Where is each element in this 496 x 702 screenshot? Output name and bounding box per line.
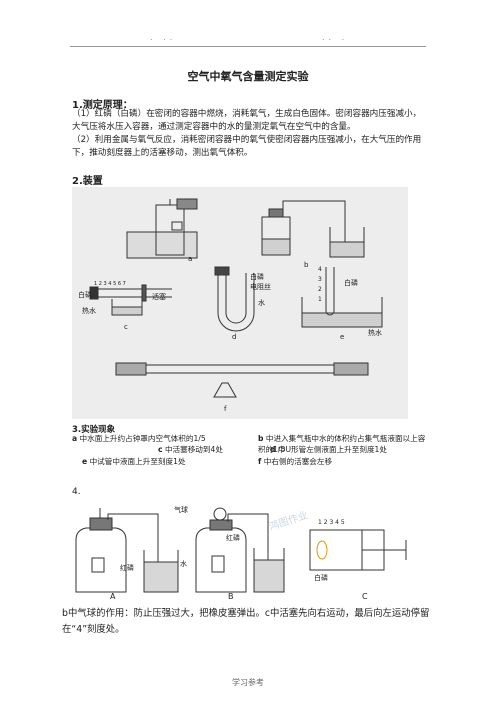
water-beaker-B [253,559,285,593]
apparatus-drawing-2: 红磷 水 A 气球 红磷 B 1 2 3 4 5 白磷 C [75,505,407,601]
label-a: a [188,255,192,263]
apparatus-figure-2: 红磷 水 A 气球 红磷 B 1 2 3 4 5 白磷 C [62,500,422,601]
scale-e-4: 4 [318,266,322,273]
stopper-B [209,519,233,531]
header-dots-right: .. . [322,33,349,42]
hot-water-c-fill [111,306,143,316]
label-b: b [304,261,309,269]
obs-e-key: e [82,457,88,466]
scale-e-2: 2 [318,286,322,293]
spoon-A [91,557,105,573]
label-c: c [124,323,128,331]
obs-b-text: 中进入集气瓶中水的体积约占集气瓶液面以上容积的1/5 [258,434,426,454]
label-C: C [362,592,368,600]
obs-b-key: b [258,434,264,443]
water-beaker-b [329,241,365,258]
tube-B [227,513,269,584]
stopper-c [89,286,99,300]
principle-1: （1）红磷（白磷）在密闭的容器中燃烧，消耗氧气，生成白色固体。密闭容器内压强减小… [72,109,422,132]
white-p-C-label: 白磷 [314,573,328,582]
hot-water-e-fill [301,312,383,328]
tube-b [282,200,346,247]
piston-C [361,530,407,570]
water-A-label: 水 [180,559,187,568]
header-dots-left: . .. [150,33,177,42]
spoon-B [211,555,225,573]
piston-label: 活塞 [152,292,166,301]
trough-a [126,231,198,259]
stopper-a [176,198,198,210]
header-rule [70,46,426,47]
obs-c-key: c [158,445,163,454]
obs-f-key: f [258,457,262,466]
white-p-c-label: 白磷 [78,290,92,299]
bottle-A [75,527,127,593]
section2-heading: 2.装置 [72,176,103,187]
section1-body: （1）红磷（白磷）在密闭的容器中燃烧，消耗氧气，生成白色固体。密闭容器内压强减小… [72,108,426,160]
stopper-d [214,266,230,276]
water-beaker-A [143,561,179,593]
u-tube-d-inner [225,273,247,324]
obs-e-text: 中试管中液面上升至刻度1处 [89,457,186,466]
obs-d-key: d [270,445,276,454]
balloon-label: 气球 [174,505,188,514]
page-footer: 学习参考 [232,678,264,687]
u-tube-d [217,273,255,332]
apparatus-drawing: a b 1 2 3 4 5 6 7 白磷 热水 活塞 c 白磷 电阻丝 水 d … [78,198,383,413]
stopper-A [89,517,113,531]
obs-a-text: 中水面上升约占钟罩内空气体积的1/5 [79,434,206,443]
scale-C: 1 2 3 4 5 [318,519,345,526]
white-p-d-label: 白磷 [250,272,264,281]
stopper-b [268,208,284,218]
obs-d: d 中U形管左侧液面上升至刻度1处 [270,444,387,455]
balloon-B [213,507,227,521]
page-title: 空气中氧气含量测定实验 [187,70,309,83]
spoon-a [171,221,183,231]
burner-f [213,382,237,398]
hot-water-e-label: 热水 [368,328,382,337]
scale-c: 1 2 3 4 5 6 7 [94,281,126,287]
obs-c: c 中活塞移动到4处 [158,444,223,455]
obs-b: b 中进入集气瓶中水的体积约占集气瓶液面以上容积的1/5 [258,433,430,455]
obs-c-text: 中活塞移动到4处 [164,445,223,454]
white-p-C-shape [316,540,328,560]
label-e: e [340,333,344,341]
resistor-label: 电阻丝 [250,282,271,291]
obs-a: a 中水面上升约占钟罩内空气体积的1/5 [72,433,247,444]
apparatus-figure: a b 1 2 3 4 5 6 7 白磷 热水 活塞 c 白磷 电阻丝 水 d … [72,187,408,419]
section1-heading: 1.测定原理： [72,100,133,111]
red-p-A-label: 红磷 [120,563,134,572]
obs-a-key: a [72,434,78,443]
obs-e: e 中试管中液面上升至刻度1处 [82,456,186,467]
label-A: A [110,592,116,600]
section3-heading: 3.实验现象 [72,425,116,435]
scale-e-1: 1 [318,296,322,303]
water-d-label: 水 [258,298,265,307]
test-tube-e [325,267,335,316]
obs-f-text: 中右侧的活塞会左移 [263,457,333,466]
obs-d-text: 中U形管左侧液面上升至刻度1处 [277,445,387,454]
principle-2: （2）利用金属与氧气反应，消耗密闭容器中的氧气使密闭容器内压强减小，在大气压的作… [72,135,422,158]
bottle-B [195,527,247,593]
water-b [261,238,291,256]
scale-e-3: 3 [318,276,322,283]
hot-water-c-label: 热水 [82,306,96,315]
obs-f: f 中右侧的活塞会左移 [258,456,332,467]
section4-heading: 4. [72,487,81,497]
piston-c [141,284,147,302]
tube-A [107,513,159,584]
section4-note: b中气球的作用：防止压强过大，把橡皮塞弹出。c中活塞先向右运动，最后向左运动停留… [62,608,430,635]
label-B: B [228,592,234,600]
white-p-e-label: 白磷 [344,278,358,287]
syringe-left [115,362,147,376]
red-p-B-label: 红磷 [226,533,240,542]
label-d: d [232,333,236,341]
syringe-right [333,362,369,376]
label-f: f [224,405,227,413]
